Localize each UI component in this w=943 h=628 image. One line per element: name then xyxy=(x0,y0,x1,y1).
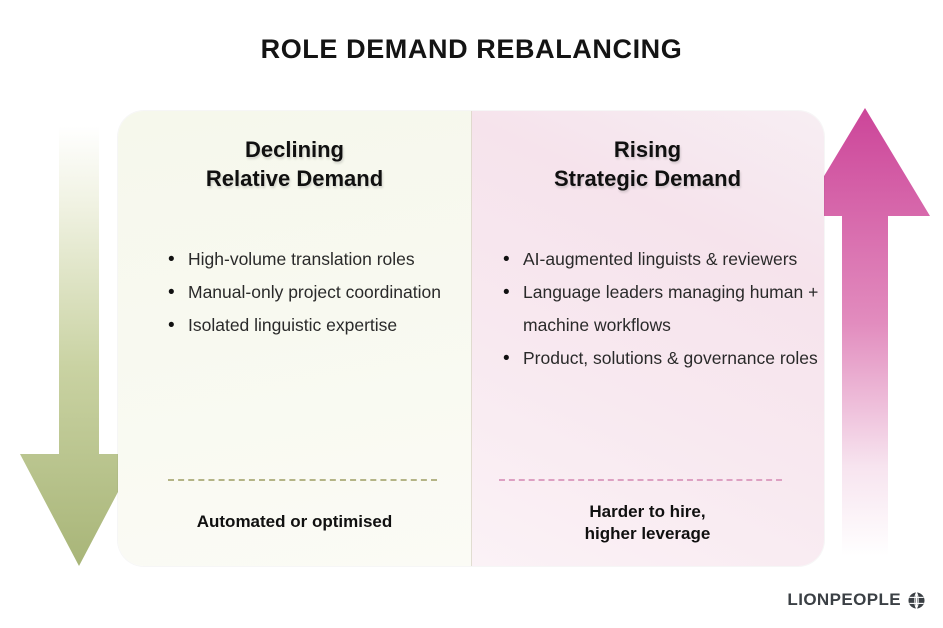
list-item: Isolated linguistic expertise xyxy=(166,309,456,342)
panel-rising-demand: Rising Strategic Demand AI-augmented lin… xyxy=(471,111,824,566)
panel-left-heading: Declining Relative Demand xyxy=(118,135,471,194)
panel-declining-demand: Declining Relative Demand High-volume tr… xyxy=(118,111,471,566)
list-item: AI-augmented linguists & reviewers xyxy=(501,243,821,276)
panel-right-heading-line2: Strategic Demand xyxy=(553,166,742,192)
arrow-up-icon xyxy=(800,108,930,556)
card-center-divider xyxy=(471,111,472,566)
panel-left-footnote: Automated or optimised xyxy=(118,511,471,534)
panel-right-divider xyxy=(499,479,782,481)
list-item: High-volume translation roles xyxy=(166,243,456,276)
panel-right-bullet-list: AI-augmented linguists & reviewers Langu… xyxy=(501,243,821,375)
panel-right-footnote-line1: Harder to hire, xyxy=(589,501,706,521)
page-title: ROLE DEMAND REBALANCING xyxy=(260,34,683,64)
panel-left-bullet-list: High-volume translation roles Manual-onl… xyxy=(166,243,456,342)
panel-right-footnote: Harder to hire, higher leverage xyxy=(471,501,824,546)
list-item: Manual-only project coordination xyxy=(166,276,456,309)
brand-logo-word2: PEOPLE xyxy=(829,590,901,609)
list-item: Language leaders managing human + machin… xyxy=(501,276,821,342)
globe-icon xyxy=(908,591,925,609)
panel-right-heading-line1: Rising xyxy=(613,137,682,162)
panel-right-footnote-line2: higher leverage xyxy=(584,524,711,544)
list-item: Product, solutions & governance roles xyxy=(501,342,821,375)
brand-logo: LIONPEOPLE xyxy=(787,590,925,610)
brand-logo-word1: LION xyxy=(787,590,830,609)
panel-right-heading: Rising Strategic Demand xyxy=(471,135,824,194)
arrow-down-icon xyxy=(20,126,138,566)
panel-left-footnote-line1: Automated or optimised xyxy=(196,512,393,532)
brand-logo-text: LIONPEOPLE xyxy=(787,590,901,610)
comparison-card: Declining Relative Demand High-volume tr… xyxy=(118,111,824,566)
panel-left-heading-line1: Declining xyxy=(244,137,344,162)
panel-left-heading-line2: Relative Demand xyxy=(205,166,384,192)
panel-left-divider xyxy=(168,479,437,481)
